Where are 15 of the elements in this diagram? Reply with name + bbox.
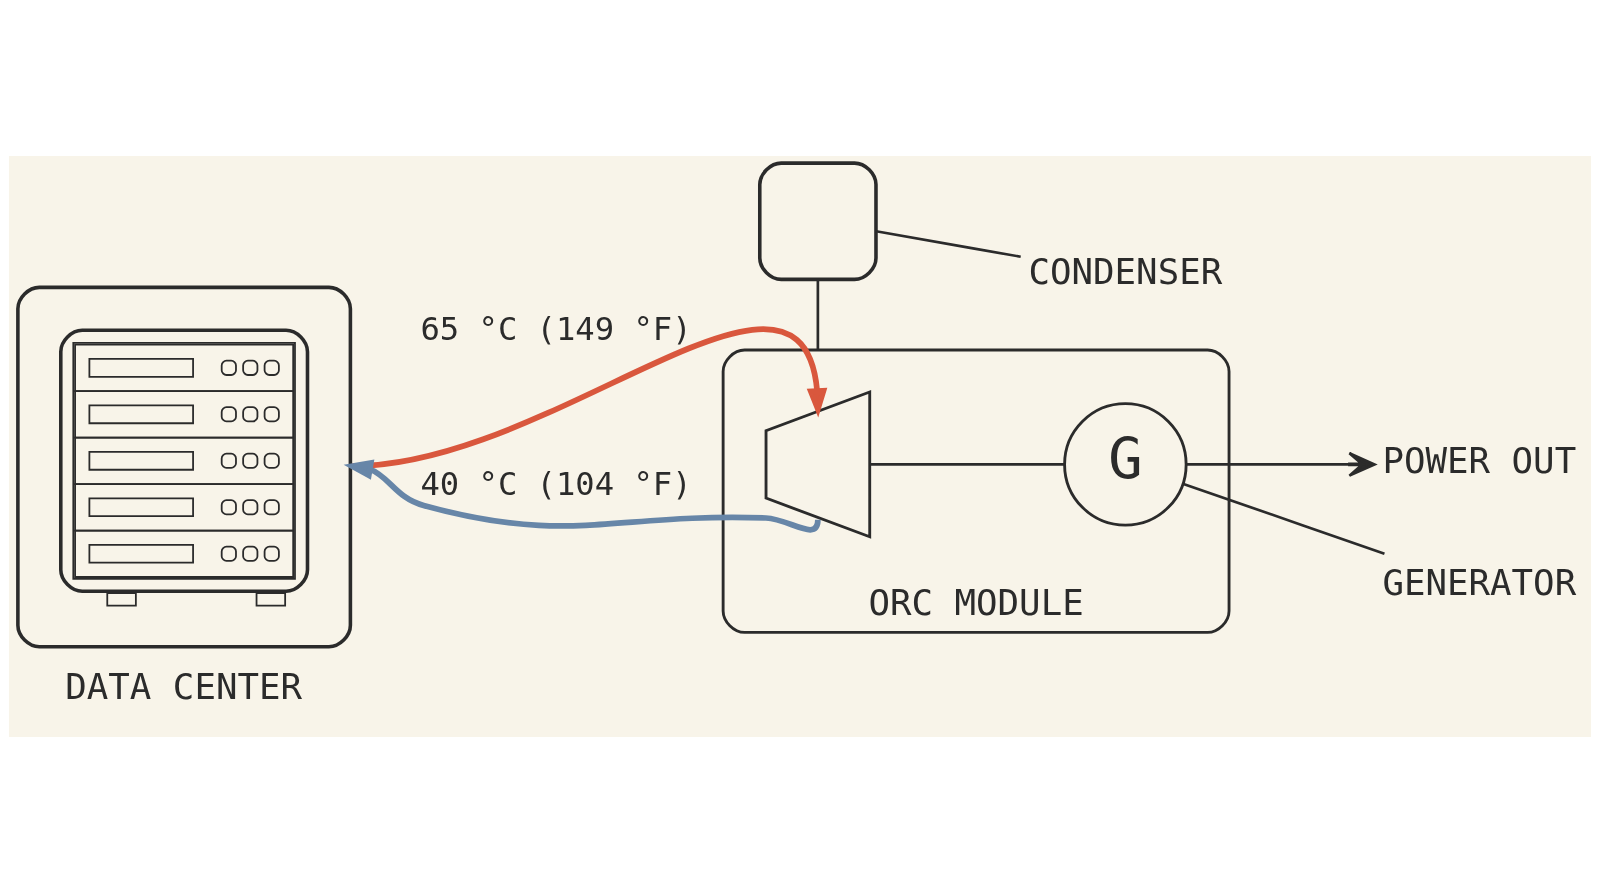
connector: [816, 279, 820, 350]
connector: [1183, 482, 1385, 555]
node-text: GENERATOR: [1382, 561, 1577, 603]
arrow: [343, 459, 821, 533]
node-text: CONDENSER: [1028, 250, 1223, 292]
connector: [875, 229, 1021, 259]
edge-label: 40 °C (104 °F): [420, 465, 692, 504]
node-box: [16, 285, 353, 649]
node-circle: G: [1063, 402, 1188, 527]
connector: [869, 463, 1065, 466]
node-box: [758, 161, 878, 282]
edge-label: 65 °C (149 °F): [420, 309, 692, 348]
arrow: [1186, 451, 1376, 477]
node-text: POWER OUT: [1382, 440, 1577, 482]
node-label: DATA CENTER: [65, 665, 303, 707]
